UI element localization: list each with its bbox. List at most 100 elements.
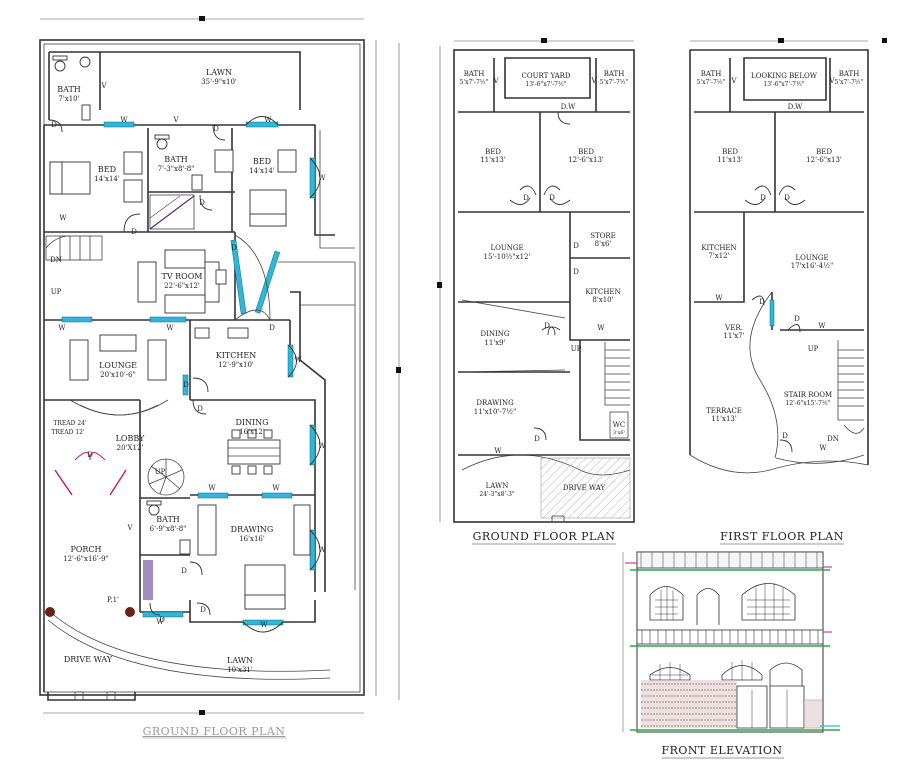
room-name: BATH xyxy=(156,515,180,524)
window-tag: W xyxy=(294,356,302,364)
room-name: BED xyxy=(816,148,832,156)
room-name: DINING xyxy=(481,330,510,338)
room-size: 12'-6"x13' xyxy=(568,156,604,164)
room-name: LOUNGE xyxy=(795,254,828,262)
room-name: BATH xyxy=(57,85,81,94)
room-size: 24'-3"x8'-3" xyxy=(479,491,515,498)
room-name: LAWN xyxy=(486,482,509,490)
room-size: 11'x13' xyxy=(717,156,743,164)
window-tag: W xyxy=(818,322,826,330)
vent-tag: V xyxy=(730,77,737,85)
room-size: 11'x10'-7½" xyxy=(474,408,516,416)
door-tag: D xyxy=(159,616,165,624)
front-elevation: FRONT ELEVATION xyxy=(622,551,840,759)
window-tag: W xyxy=(58,324,66,332)
room-name: STORE xyxy=(590,232,616,240)
vent-tag: V xyxy=(492,77,499,85)
room-name: LOUNGE xyxy=(490,244,523,252)
small-ground-room-labels: BATH 5'x7'-7½" COURT YARD 13'-6"x7'-7½" … xyxy=(460,70,629,498)
room-name: BED xyxy=(722,148,738,156)
room-name: KITCHEN xyxy=(585,288,620,296)
window-tag: W xyxy=(260,621,268,629)
door-tag: D xyxy=(181,567,187,575)
room-name: VER. xyxy=(724,324,743,332)
door-tag: D xyxy=(183,381,189,389)
room-name: BATH xyxy=(604,70,625,78)
vent-tag: V xyxy=(172,116,179,124)
window-tag: W xyxy=(272,484,280,492)
room-size: 12'-6"x13' xyxy=(806,156,842,164)
pillar-note: P.1' xyxy=(107,596,119,604)
room-name: LOUNGE xyxy=(99,361,137,370)
room-size: 5'x7'-7½" xyxy=(600,79,629,86)
stairs xyxy=(45,235,185,496)
stair-up: UP xyxy=(571,345,582,353)
door-tag: D xyxy=(269,324,275,332)
tread-note: TREAD 24' xyxy=(53,420,87,427)
furniture xyxy=(49,55,311,610)
room-name: TERRACE xyxy=(706,407,742,415)
opening-tags: D V W V D W W D D W D W W D W D D W D V … xyxy=(50,82,326,629)
door-tag: D xyxy=(197,405,203,413)
door-tag: D xyxy=(51,121,57,129)
door-tag: D xyxy=(200,606,206,614)
room-size: 7'x10' xyxy=(58,95,79,103)
room-name: PORCH xyxy=(70,545,101,554)
room-size: 15'-10½"x12' xyxy=(484,253,531,261)
window-tag: W xyxy=(120,116,128,124)
window-tag: W xyxy=(597,324,605,332)
room-size: 5'x7'-7½" xyxy=(697,79,726,86)
door-tag: D xyxy=(549,194,555,202)
room-size: 7'x12' xyxy=(708,252,729,260)
door-tag: D xyxy=(573,242,579,250)
small-ground-tags: V V D.W D D D D W D D UP WC 3'x6' W xyxy=(492,77,625,455)
door-tag: D xyxy=(760,194,766,202)
window-tag: W xyxy=(494,447,502,455)
room-size: 6'-9"x8'-8" xyxy=(150,525,187,533)
door-tag: D xyxy=(131,228,137,236)
vent-tag: V xyxy=(828,77,835,85)
window-tag: W xyxy=(318,546,326,554)
room-size: 16'x12' xyxy=(239,428,265,436)
sheet-title-elevation: FRONT ELEVATION xyxy=(661,744,782,757)
room-name: DRIVE WAY xyxy=(64,655,113,664)
room-name: DINING xyxy=(235,418,268,427)
door-window-tag: D.W xyxy=(788,103,804,111)
small-ground-floor-plan: V V D.W D D D D W D D UP WC 3'x6' W BATH… xyxy=(437,38,635,545)
door-tag: D xyxy=(759,298,765,306)
room-size: 11'x13' xyxy=(711,415,737,423)
room-name: LAWN xyxy=(227,656,253,665)
room-size: 10'x31' xyxy=(227,666,253,674)
room-name: LOOKING BELOW xyxy=(751,72,818,80)
door-tag: D xyxy=(784,194,790,202)
first-floor-plan: V V D.W D D W D W D UP D DN W BATH 5'x7'… xyxy=(689,38,887,545)
room-name: BED xyxy=(98,165,116,174)
window-tag: W xyxy=(318,442,326,450)
room-size: 20'X12' xyxy=(117,444,144,452)
room-size: 13'-6"x7'-7½" xyxy=(763,81,804,88)
wc-name: WC xyxy=(613,421,626,429)
first-floor-tags: V V D.W D D W D W D UP D DN W xyxy=(715,77,838,452)
door-window-tag: D.W xyxy=(561,103,577,111)
door-tag: D xyxy=(794,315,800,323)
first-floor-room-labels: BATH 5'x7'-7½" LOOKING BELOW 13'-6"x7'-7… xyxy=(697,70,864,423)
window-tag: W xyxy=(318,174,326,182)
window-tag: W xyxy=(208,484,216,492)
room-labels: BATH 7'x10' LAWN 35'-9"x10' BATH 7'-3"x8… xyxy=(57,68,275,674)
room-size: 11'x9' xyxy=(484,339,505,347)
room-name: COURT YARD xyxy=(521,72,570,80)
room-name: DRAWING xyxy=(476,399,514,407)
window-tag: W xyxy=(819,444,827,452)
room-size: 7'-3"x8'-8" xyxy=(158,165,195,173)
room-size: 11'x13' xyxy=(480,156,506,164)
room-size: 14'x14' xyxy=(249,167,275,175)
stair-up: UP xyxy=(808,345,819,353)
room-size: 13'-6"x7'-7½" xyxy=(525,81,566,88)
main-ground-floor-plan: D V W V D W W D D W D W W D W D D W D V … xyxy=(39,16,401,739)
room-size: 5'x7'-7½" xyxy=(835,79,864,86)
vent-tag: V xyxy=(100,82,107,90)
room-name: LOBBY xyxy=(116,434,145,443)
door-tag: D xyxy=(523,194,529,202)
windows xyxy=(61,121,316,626)
room-size: 5'x7'-7½" xyxy=(460,79,489,86)
